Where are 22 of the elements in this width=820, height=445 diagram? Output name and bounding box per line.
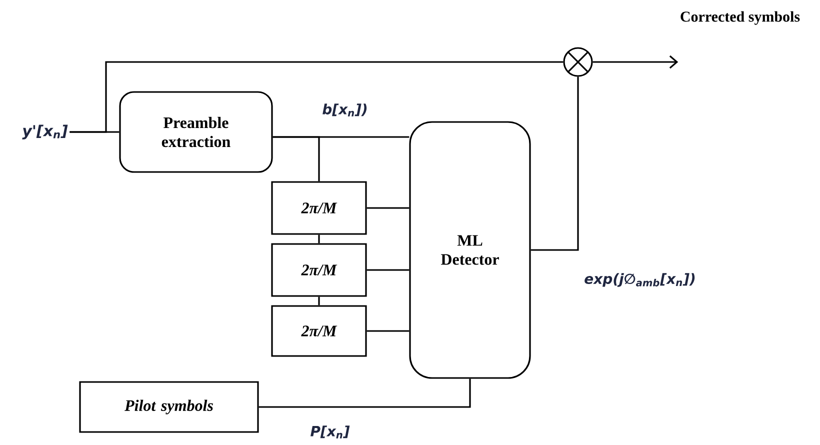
- connector-line: [70, 61, 564, 133]
- multiplier-symbol: [563, 47, 593, 77]
- signal-label: Corrected symbols: [680, 11, 800, 25]
- connector-line: [530, 76, 579, 251]
- signal-label: y'[x$_{n}$]: [22, 124, 68, 140]
- connector-line: [318, 234, 320, 244]
- edge-label: exp(j∅$_{amb}$[x$_{n}$]): [584, 273, 695, 287]
- connector-line: [366, 330, 410, 332]
- connector-line: [272, 136, 320, 182]
- detector-box: ML Detector: [409, 121, 531, 379]
- process-box: Preamble extraction: [119, 91, 273, 173]
- connector-line: [366, 207, 410, 209]
- phase-box: 2π/M: [271, 305, 367, 357]
- connector-line: [366, 269, 410, 271]
- phase-box: 2π/M: [271, 181, 367, 235]
- source-box: Pilot symbols: [79, 381, 259, 433]
- connector-line: [318, 296, 320, 306]
- arrow: [592, 55, 678, 69]
- edge-label: P[x$_{n}$]: [310, 426, 350, 438]
- edge-label: b[x$_{n}$]): [322, 104, 367, 116]
- connector-line: [258, 378, 471, 408]
- phase-box: 2π/M: [271, 243, 367, 297]
